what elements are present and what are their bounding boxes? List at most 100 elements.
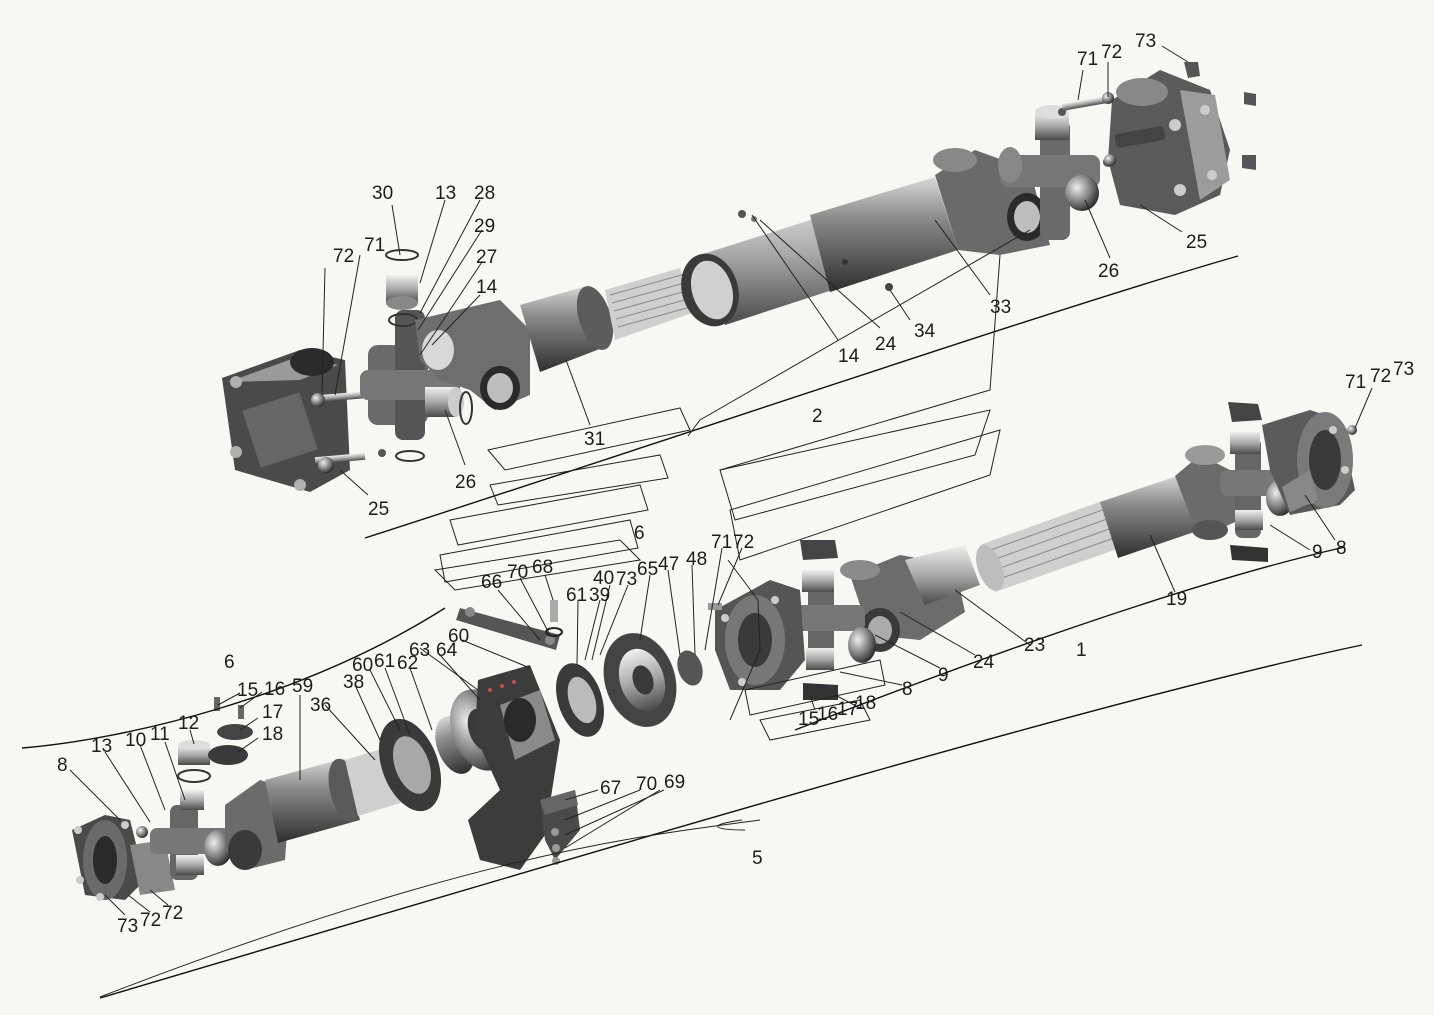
label-17: 17 — [837, 699, 858, 720]
label-72e: 72 — [140, 910, 161, 931]
label-11: 11 — [150, 724, 170, 745]
label-69: 69 — [664, 772, 685, 793]
label-59: 59 — [292, 676, 313, 697]
spider-cross-9-left — [790, 570, 876, 670]
bearing-cup-61-62 — [378, 716, 475, 812]
label-assembly-2: 2 — [812, 406, 823, 427]
label-70: 70 — [507, 562, 528, 583]
flange-yoke-8-right — [1262, 410, 1357, 515]
spider-cross-bottom — [136, 790, 232, 880]
label-26: 26 — [455, 472, 476, 493]
label-17b: 17 — [262, 702, 283, 723]
label-13b: 13 — [91, 736, 112, 757]
label-8c: 8 — [57, 755, 68, 776]
splined-shaft-19 — [976, 445, 1240, 592]
label-9b: 9 — [938, 665, 949, 686]
label-15: 15 — [798, 709, 819, 730]
label-24: 24 — [875, 334, 897, 355]
label-18: 18 — [855, 693, 876, 714]
assembly-1 — [708, 402, 1357, 700]
label-39: 39 — [589, 585, 610, 606]
label-8: 8 — [1336, 538, 1347, 559]
label-assembly-5: 5 — [752, 848, 763, 869]
lock-plate-17-18 — [208, 697, 253, 765]
label-61b: 61 — [374, 651, 395, 672]
label-12: 12 — [178, 713, 199, 734]
label-61: 61 — [566, 585, 587, 606]
label-38: 38 — [343, 672, 364, 693]
grease-fitting-24 — [738, 210, 746, 218]
flange-yoke-right-top — [1108, 70, 1230, 215]
label-23: 23 — [1024, 635, 1045, 656]
label-6b: 6 — [224, 652, 235, 673]
label-assembly-1: 1 — [1076, 640, 1087, 661]
label-13: 13 — [435, 183, 456, 204]
label-28: 28 — [474, 183, 495, 204]
label-16: 16 — [817, 704, 838, 725]
label-66: 66 — [481, 572, 502, 593]
label-15b: 15 — [237, 680, 258, 701]
label-72d: 72 — [733, 532, 754, 553]
label-14: 14 — [476, 277, 498, 298]
label-63: 63 — [409, 640, 430, 661]
label-36: 36 — [310, 695, 331, 716]
label-71c: 71 — [1345, 372, 1366, 393]
label-60: 60 — [448, 626, 469, 647]
support-bar-66 — [456, 600, 563, 650]
label-73c: 73 — [616, 569, 637, 590]
label-18b: 18 — [262, 724, 283, 745]
label-40: 40 — [593, 568, 614, 589]
label-6: 6 — [634, 523, 645, 544]
assembly-5 — [72, 600, 703, 901]
yoke-23-24 — [800, 540, 980, 700]
label-14b: 14 — [838, 346, 860, 367]
assembly-2 — [222, 62, 1256, 492]
label-9: 9 — [1312, 542, 1323, 563]
label-8b: 8 — [902, 679, 913, 700]
leader-lines — [69, 45, 1373, 916]
center-bearing-65 — [556, 633, 703, 737]
label-19: 19 — [1166, 589, 1187, 610]
flange-yoke-left-top — [222, 348, 350, 492]
label-73d: 73 — [117, 916, 138, 937]
label-26b: 26 — [1098, 261, 1119, 282]
label-16b: 16 — [264, 679, 285, 700]
flange-yoke-8-bottom — [72, 815, 175, 901]
label-25: 25 — [368, 499, 389, 520]
label-29: 29 — [474, 216, 495, 237]
label-67: 67 — [600, 778, 621, 799]
slip-yoke-31 — [415, 268, 695, 410]
label-68: 68 — [532, 557, 553, 578]
label-71d: 71 — [711, 532, 732, 553]
label-73: 73 — [1135, 31, 1156, 52]
label-60b: 60 — [352, 655, 373, 676]
label-73b: 73 — [1393, 359, 1414, 380]
label-64: 64 — [436, 640, 458, 661]
plug-34 — [885, 283, 893, 291]
label-72b: 72 — [1101, 42, 1122, 63]
label-31: 31 — [584, 429, 605, 450]
flange-yoke-8-mid — [708, 580, 805, 690]
label-10: 10 — [125, 730, 146, 751]
label-72: 72 — [333, 246, 354, 267]
spider-cross-top — [360, 249, 473, 462]
label-34: 34 — [914, 321, 936, 342]
needle-bearing-12 — [177, 740, 211, 783]
label-27: 27 — [476, 247, 497, 268]
part-labels: 30 13 28 29 27 14 72 71 31 26 25 14 24 3… — [57, 31, 1414, 937]
label-70b: 70 — [636, 774, 657, 795]
label-48: 48 — [686, 549, 707, 570]
label-33: 33 — [990, 297, 1011, 318]
label-25b: 25 — [1186, 232, 1207, 253]
bolts-top-right — [1061, 62, 1256, 170]
label-72f: 72 — [162, 903, 183, 924]
label-71: 71 — [364, 235, 385, 256]
label-47: 47 — [658, 554, 679, 575]
label-72c: 72 — [1370, 366, 1391, 387]
label-65: 65 — [637, 559, 658, 580]
tube-yoke-59 — [225, 745, 410, 870]
support-bracket-60 — [468, 665, 580, 870]
label-71b: 71 — [1077, 49, 1098, 70]
